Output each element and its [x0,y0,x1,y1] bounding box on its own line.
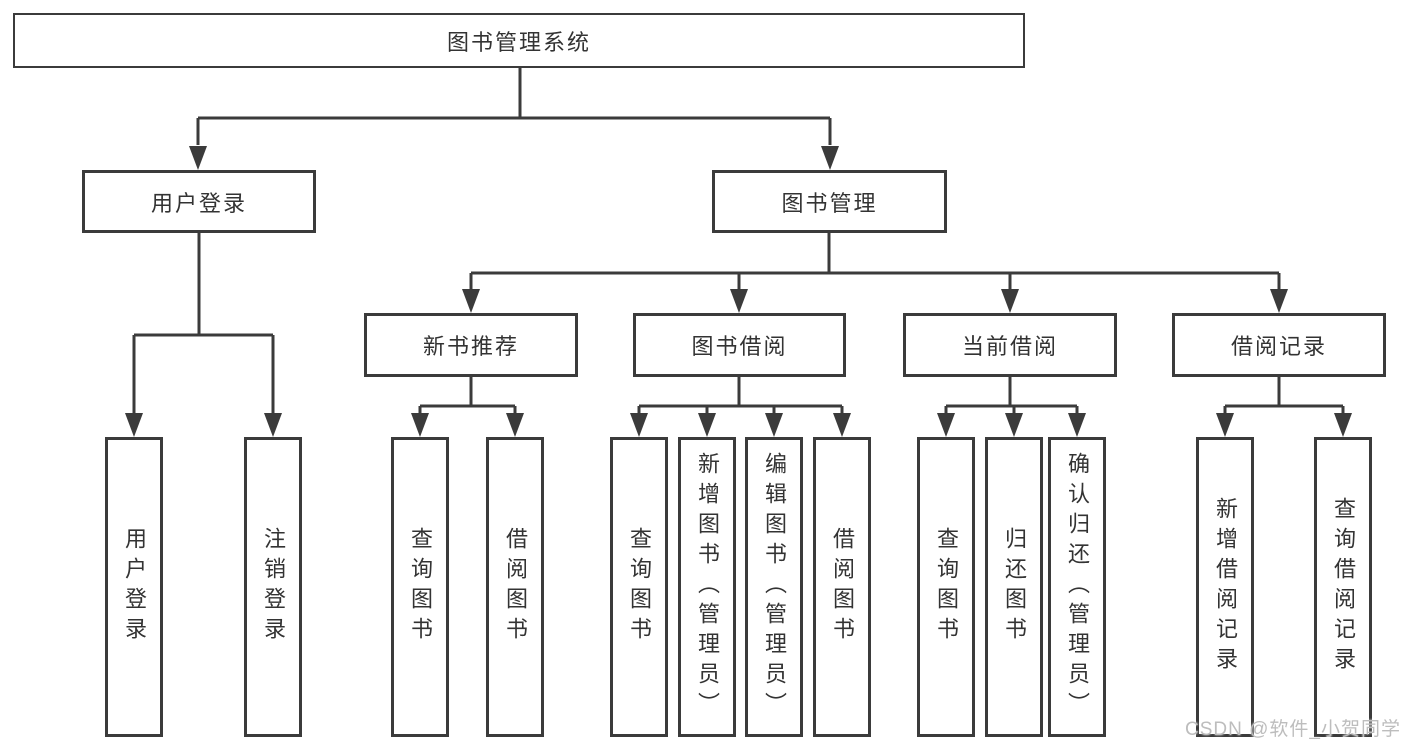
leaf-borrow-books: 借阅图书 [813,437,871,737]
leaf-query-books-current: 查询图书 [917,437,975,737]
leaf-return-books: 归还图书 [985,437,1043,737]
leaf-user-login: 用户登录 [105,437,163,737]
node-new-book-recommendation: 新书推荐 [364,313,578,377]
leaf-confirm-return-admin: 确认归还（管理员） [1048,437,1106,737]
leaf-add-books-admin: 新增图书（管理员） [678,437,736,737]
leaf-query-books-borrow: 查询图书 [610,437,668,737]
node-current-borrowing: 当前借阅 [903,313,1117,377]
node-user-login: 用户登录 [82,170,316,233]
node-borrowing-records: 借阅记录 [1172,313,1386,377]
connector-bookborrow-to-leaves [637,377,844,414]
connector-bookmgmt-to-level3 [469,233,1281,290]
leaf-query-books-recommend: 查询图书 [391,437,449,737]
leaf-query-borrow-record: 查询借阅记录 [1314,437,1372,737]
connector-currentborrow-to-leaves [944,377,1079,414]
connector-root-to-level2 [196,67,832,145]
connector-borrowrecord-to-leaves [1223,377,1345,414]
node-book-management: 图书管理 [712,170,947,233]
leaf-edit-books-admin: 编辑图书（管理员） [745,437,803,737]
connector-userlogin-to-leaves [132,233,275,414]
connector-newbook-to-leaves [418,377,517,414]
node-library-management-system: 图书管理系统 [13,13,1025,68]
leaf-borrow-books-recommend: 借阅图书 [486,437,544,737]
arrowheads [125,146,1352,437]
watermark-text: CSDN @软件_小贺同学 [1185,719,1401,740]
leaf-add-borrow-record: 新增借阅记录 [1196,437,1254,737]
node-book-borrowing: 图书借阅 [633,313,846,377]
leaf-logout-login: 注销登录 [244,437,302,737]
